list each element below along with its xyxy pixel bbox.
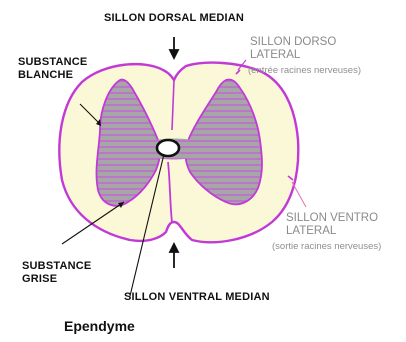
- label-sillon-dorso-lateral-line1: SILLON DORSO: [250, 36, 336, 49]
- label-sillon-ventro-lateral-line2: LATERAL: [286, 225, 378, 238]
- label-substance-grise: SUBSTANCE GRISE: [22, 260, 91, 285]
- label-substance-grise-line2: GRISE: [22, 273, 91, 286]
- label-substance-blanche-line2: BLANCHE: [18, 69, 87, 82]
- label-ependyme: Ependyme: [64, 318, 135, 334]
- label-sillon-ventro-lateral-note: (sortie racines nerveuses): [272, 242, 381, 253]
- label-sillon-ventral-median: SILLON VENTRAL MEDIAN: [124, 291, 270, 304]
- label-substance-blanche-line1: SUBSTANCE: [18, 56, 87, 69]
- dorsal-median-arrow: [170, 37, 178, 58]
- label-sillon-dorso-lateral: SILLON DORSO LATERAL: [250, 36, 336, 62]
- label-sillon-dorso-lateral-note: (entrée racines nerveuses): [248, 66, 361, 77]
- ependymal-canal: [157, 140, 179, 156]
- label-sillon-dorsal-median: SILLON DORSAL MEDIAN: [104, 12, 244, 25]
- label-sillon-dorso-lateral-line2: LATERAL: [250, 49, 336, 62]
- ventro-lateral-leader: [292, 182, 306, 207]
- label-substance-grise-line1: SUBSTANCE: [22, 260, 91, 273]
- label-substance-blanche: SUBSTANCE BLANCHE: [18, 56, 87, 81]
- label-sillon-ventro-lateral-line1: SILLON VENTRO: [286, 212, 378, 225]
- label-sillon-ventro-lateral: SILLON VENTRO LATERAL: [286, 212, 378, 238]
- ventral-median-arrow: [170, 244, 178, 268]
